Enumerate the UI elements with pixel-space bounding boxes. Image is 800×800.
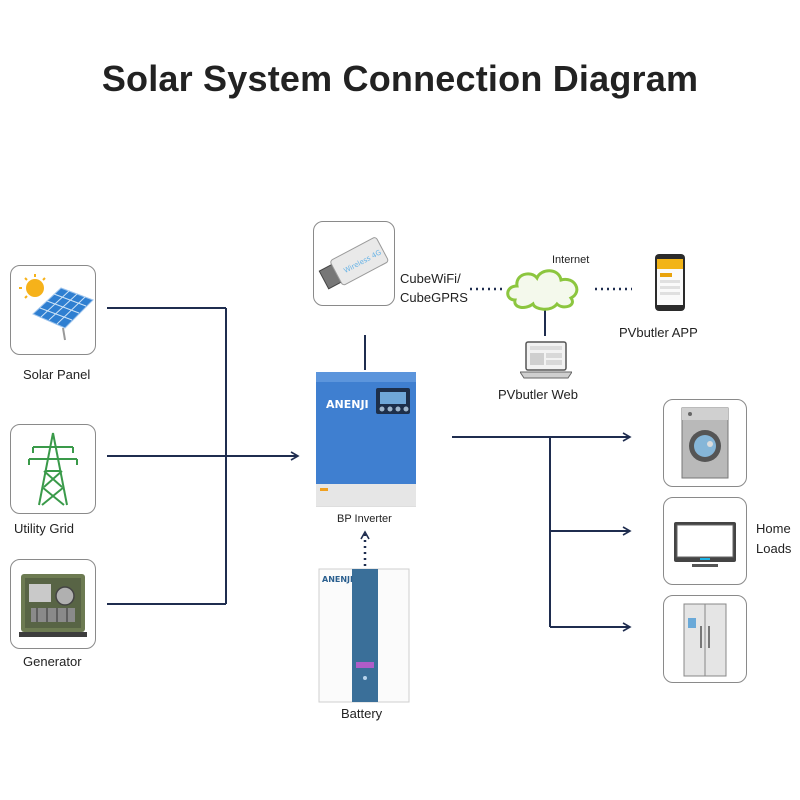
inverter-brand-text: ANENJI [326, 398, 369, 411]
television-card [663, 497, 747, 585]
cubewifi-label: CubeWiFi/ CubeGPRS [400, 269, 468, 307]
load-bus-lines [452, 432, 632, 632]
inverter-device: ANENJI [316, 372, 416, 507]
smartphone-icon [655, 254, 685, 311]
home-loads-line2: Loads [756, 541, 792, 556]
solar-panel-icon [19, 274, 94, 341]
battery-label: Battery [341, 706, 383, 721]
laptop-icon [520, 341, 572, 379]
utility-grid-card [10, 424, 96, 514]
utility-grid-label: Utility Grid [14, 521, 74, 536]
source-bus-lines [107, 307, 300, 605]
battery-device: ANENJI [318, 568, 410, 703]
solar-panel-card [10, 265, 96, 355]
cubewifi-label-line2: CubeGPRS [400, 290, 468, 305]
power-tower-icon [28, 432, 78, 506]
washing-machine-card [663, 399, 747, 487]
generator-label: Generator [23, 654, 82, 669]
television-icon [674, 522, 736, 567]
pvbutler-app-label: PVbutler APP [619, 325, 698, 340]
inverter-label: BP Inverter [337, 513, 392, 525]
internet-label: Internet [552, 254, 590, 266]
generator-icon [19, 574, 87, 637]
battery-brand-text: ANENJI [322, 575, 353, 584]
refrigerator-card [663, 595, 747, 683]
cubewifi-module-card: Wireless 4G [313, 221, 395, 306]
cubewifi-label-line1: CubeWiFi/ [400, 271, 461, 286]
home-loads-label: Home Loads [756, 519, 791, 559]
internet-cloud-icon [506, 269, 579, 311]
home-loads-line1: Home [756, 521, 791, 536]
wifi-dongle-icon: Wireless 4G [318, 237, 389, 290]
solar-panel-label: Solar Panel [23, 367, 91, 382]
washing-machine-icon [681, 407, 729, 479]
pvbutler-web-label: PVbutler Web [498, 387, 578, 402]
generator-card [10, 559, 96, 649]
refrigerator-icon [683, 603, 727, 677]
diagram-title: Solar System Connection Diagram [101, 58, 699, 99]
